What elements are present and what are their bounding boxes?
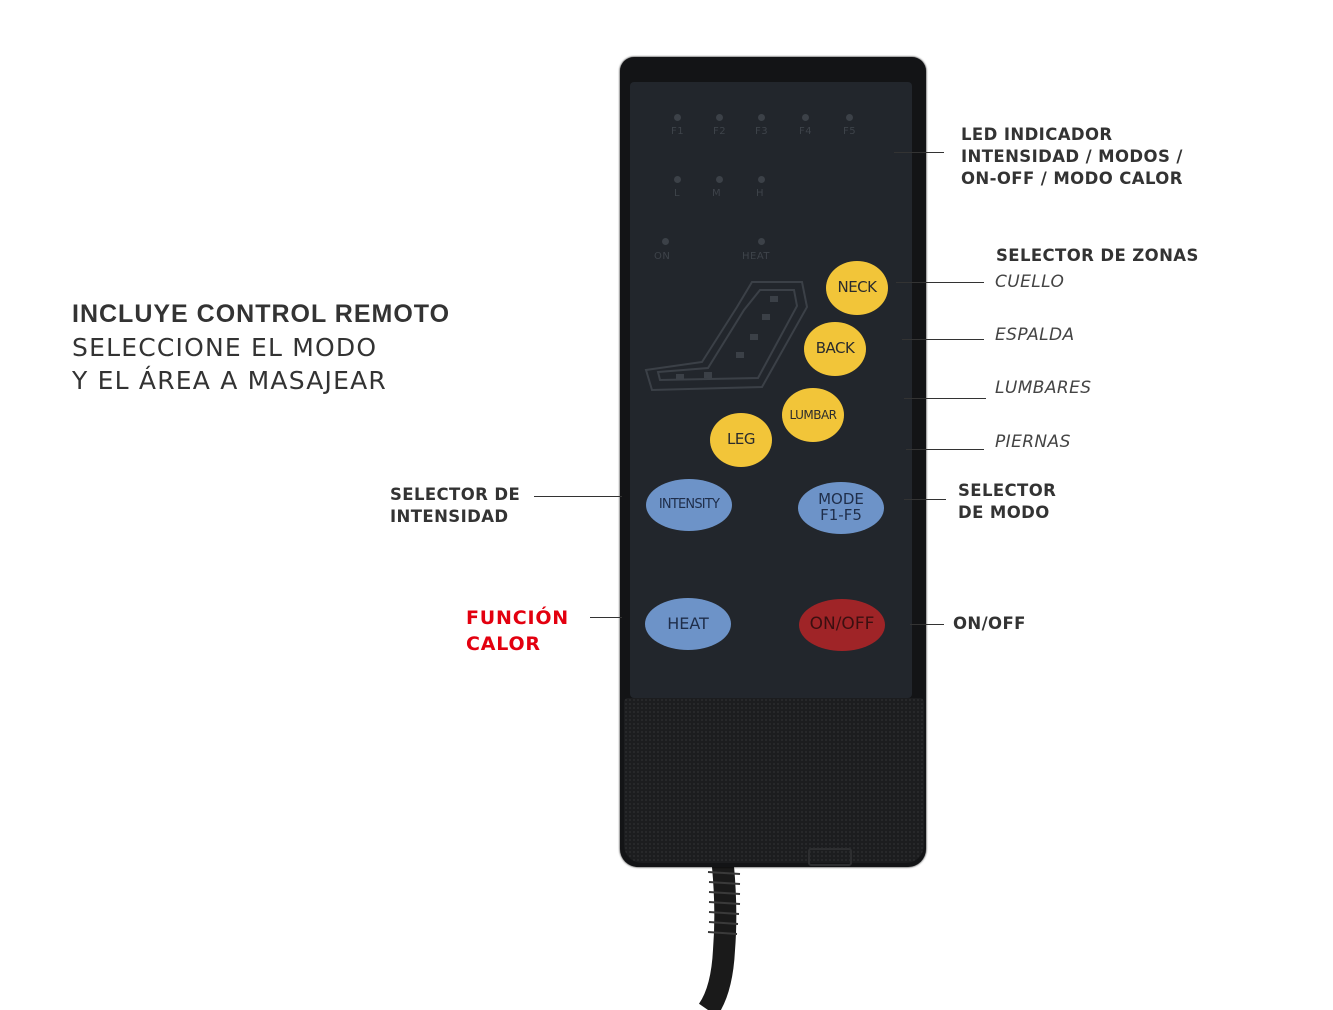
mode-button-line2: F1-F5 <box>820 506 862 524</box>
label-mode-line2: DE MODO <box>958 503 1050 522</box>
led-on <box>662 238 669 245</box>
callout-line-lumbar <box>904 398 986 399</box>
headline-subtitle-1: SELECCIONE EL MODO <box>72 333 378 362</box>
intensity-button[interactable]: INTENSITY <box>646 479 732 531</box>
led-label-f4: F4 <box>799 126 813 137</box>
label-intensity-line1: SELECTOR DE <box>390 485 521 504</box>
label-led-line1: LED INDICADOR <box>961 125 1113 144</box>
led-f1 <box>674 114 681 121</box>
callout-line-onoff <box>910 624 944 625</box>
led-mid <box>716 176 723 183</box>
remote-grip <box>624 698 924 863</box>
led-label-f5: F5 <box>843 126 857 137</box>
led-high <box>758 176 765 183</box>
led-label-low: L <box>674 188 681 199</box>
mode-button[interactable]: MODE F1-F5 <box>798 482 884 534</box>
led-label-high: H <box>756 188 765 199</box>
callout-line-back <box>902 339 984 340</box>
label-heat: FUNCIÓN CALOR <box>466 605 569 657</box>
led-label-mid: M <box>712 188 722 199</box>
callout-line-neck <box>896 282 984 283</box>
led-low <box>674 176 681 183</box>
led-label-f3: F3 <box>755 126 769 137</box>
back-button[interactable]: BACK <box>804 322 866 376</box>
headline-subtitle-2: Y EL ÁREA A MASAJEAR <box>72 366 388 395</box>
leg-button[interactable]: LEG <box>710 413 772 467</box>
label-neck: CUELLO <box>995 272 1065 292</box>
led-f2 <box>716 114 723 121</box>
led-heat <box>758 238 765 245</box>
neck-button[interactable]: NECK <box>826 261 888 315</box>
label-legs: PIERNAS <box>995 432 1071 452</box>
headline-title: INCLUYE CONTROL REMOTO <box>72 300 451 328</box>
callout-line-mode <box>904 499 946 500</box>
led-f4 <box>802 114 809 121</box>
label-back: ESPALDA <box>995 325 1075 345</box>
label-intensity-line2: INTENSIDAD <box>390 507 509 526</box>
callout-line-heat <box>590 617 622 618</box>
label-onoff: ON/OFF <box>953 614 1026 633</box>
label-led-line2: INTENSIDAD / MODOS / <box>961 147 1183 166</box>
led-label-f1: F1 <box>671 126 685 137</box>
label-led-line3: ON-OFF / MODO CALOR <box>961 169 1183 188</box>
label-mode-line1: SELECTOR <box>958 481 1057 500</box>
mode-button-line1: MODE <box>818 490 864 509</box>
heat-button[interactable]: HEAT <box>645 598 731 650</box>
port-icon <box>808 848 852 866</box>
headline: INCLUYE CONTROL REMOTO SELECCIONE EL MOD… <box>72 297 450 397</box>
label-zones-title: SELECTOR DE ZONAS <box>996 246 1199 265</box>
massage-chair-icon <box>644 281 809 392</box>
led-label-f2: F2 <box>713 126 727 137</box>
label-intensity: SELECTOR DE INTENSIDAD <box>390 484 520 528</box>
callout-line-intensity <box>534 496 622 497</box>
label-heat-line2: CALOR <box>466 633 541 655</box>
callout-line-legs <box>906 449 984 450</box>
lumbar-button[interactable]: LUMBAR <box>782 388 844 442</box>
label-led: LED INDICADOR INTENSIDAD / MODOS / ON-OF… <box>961 124 1183 190</box>
callout-line-led <box>894 152 944 153</box>
led-f3 <box>758 114 765 121</box>
led-label-on: ON <box>654 251 671 262</box>
label-heat-line1: FUNCIÓN <box>466 607 569 629</box>
label-lumbar: LUMBARES <box>995 378 1092 398</box>
led-f5 <box>846 114 853 121</box>
label-mode: SELECTOR DE MODO <box>958 480 1056 524</box>
onoff-button[interactable]: ON/OFF <box>799 599 885 651</box>
led-label-heat: HEAT <box>742 251 771 262</box>
